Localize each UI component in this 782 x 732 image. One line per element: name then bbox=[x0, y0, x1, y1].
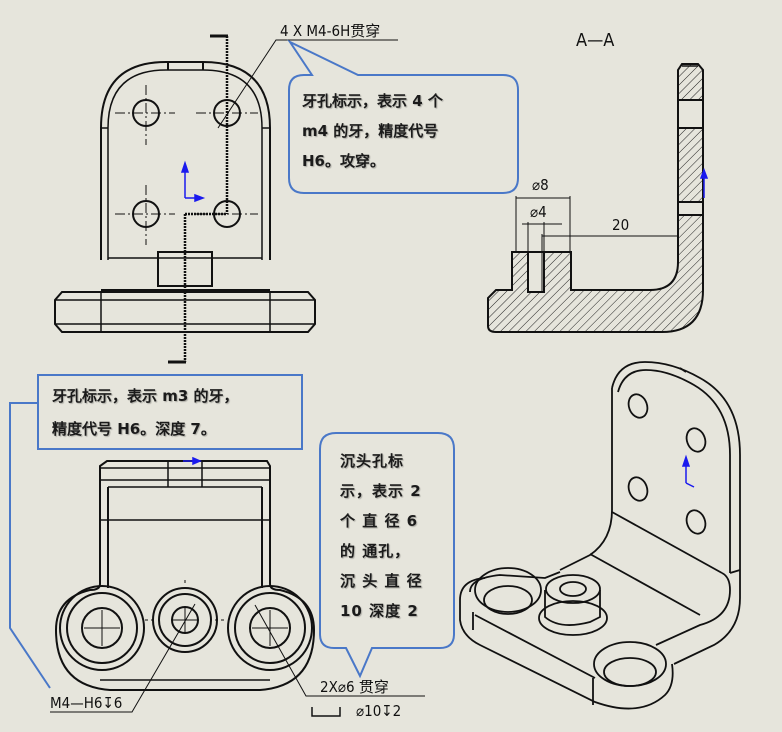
dim-phi4: ⌀4 bbox=[530, 203, 547, 221]
axis-triad-icon bbox=[699, 167, 709, 198]
bottom-thread-label: M4—H6↧6 bbox=[50, 694, 122, 712]
front-view bbox=[54, 34, 398, 364]
axis-triad-icon bbox=[681, 454, 695, 488]
callout-box-2 bbox=[37, 374, 303, 450]
counterbore-label-line2: ⌀10↧2 bbox=[356, 702, 401, 720]
callout-leader-2 bbox=[9, 402, 51, 689]
dim-20: 20 bbox=[612, 216, 629, 234]
section-title: A—A bbox=[576, 30, 614, 51]
axis-triad-icon bbox=[183, 456, 202, 466]
dim-phi8: ⌀8 bbox=[532, 176, 549, 194]
axis-triad-icon bbox=[180, 160, 206, 203]
callout-bubble-1 bbox=[287, 39, 519, 194]
callout-counterbore: 沉头孔标 示，表示 2 个 直 径 6 的 通孔， 沉 头 直 径 10 深度 … bbox=[340, 452, 423, 620]
callout-bubble-3 bbox=[319, 432, 455, 679]
isometric-view bbox=[459, 361, 741, 710]
top-view bbox=[50, 460, 425, 717]
callout-thread-through: 牙孔标示，表示 4 个 m4 的牙，精度代号 H6。攻穿。 bbox=[302, 92, 443, 170]
callout-thread-blind: 牙孔标示，表示 m3 的牙， 精度代号 H6。深度 7。 bbox=[52, 387, 239, 438]
section-view bbox=[487, 63, 704, 333]
callout-shapes bbox=[9, 39, 519, 689]
counterbore-label-line1: 2X⌀6 贯穿 bbox=[320, 678, 389, 696]
top-thread-label: 4 X M4-6H贯穿 bbox=[280, 22, 380, 40]
